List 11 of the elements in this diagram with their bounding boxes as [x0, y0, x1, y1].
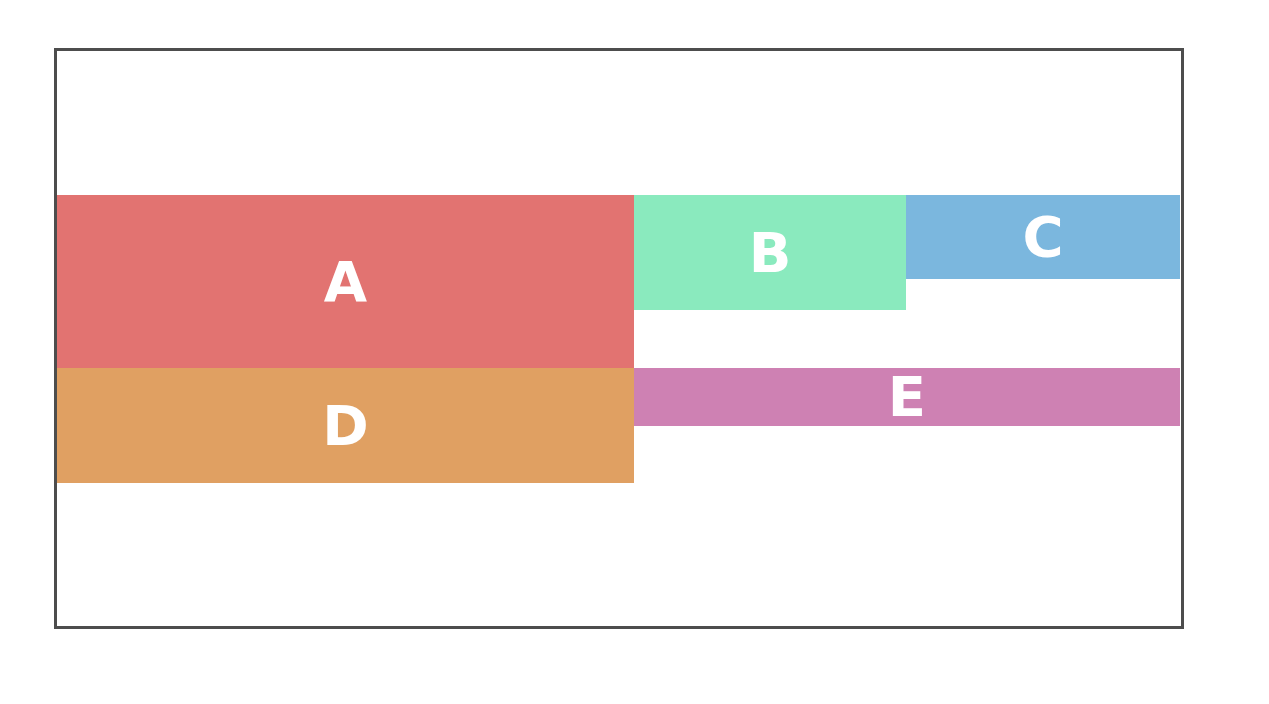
block-label: A — [323, 253, 368, 310]
colored-block — [906, 195, 1180, 279]
block-label: C — [1022, 209, 1064, 265]
colored-block — [57, 195, 634, 368]
frame-box — [54, 48, 1184, 629]
block-label: E — [887, 369, 927, 425]
block-label: D — [322, 397, 369, 454]
block-label: B — [748, 224, 792, 281]
colored-block — [57, 368, 634, 483]
colored-block — [634, 195, 906, 310]
colored-block — [634, 368, 1180, 426]
